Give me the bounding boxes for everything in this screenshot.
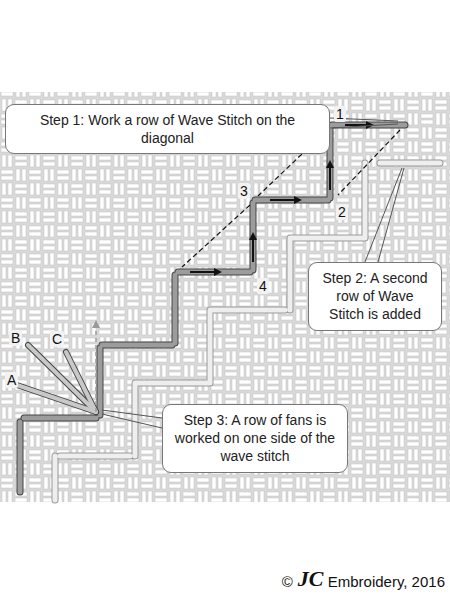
copyright-symbol: © <box>282 574 293 589</box>
step-callout: Step 3: A row of fans is worked on one s… <box>162 404 348 473</box>
fan-letter: C <box>50 331 64 347</box>
step-callout: Step 2: A second row of Wave Stitch is a… <box>308 262 442 331</box>
brand-logo: JC <box>298 568 324 590</box>
copyright-text: Embroidery, 2016 <box>328 574 445 589</box>
callout-number: 4 <box>257 278 269 294</box>
callout-number: 2 <box>336 204 348 220</box>
callout-number: 1 <box>334 106 346 122</box>
fan-letter: B <box>9 330 22 346</box>
callout-text: Step 2: A second row of Wave Stitch is a… <box>319 269 431 324</box>
callout-number: 3 <box>238 183 250 199</box>
callout-text: Step 1: Work a row of Wave Stitch on the… <box>16 111 319 147</box>
callout-text: Step 3: A row of fans is worked on one s… <box>173 411 337 466</box>
fan-letter: A <box>5 372 18 388</box>
step-callout: Step 1: Work a row of Wave Stitch on the… <box>5 104 330 154</box>
